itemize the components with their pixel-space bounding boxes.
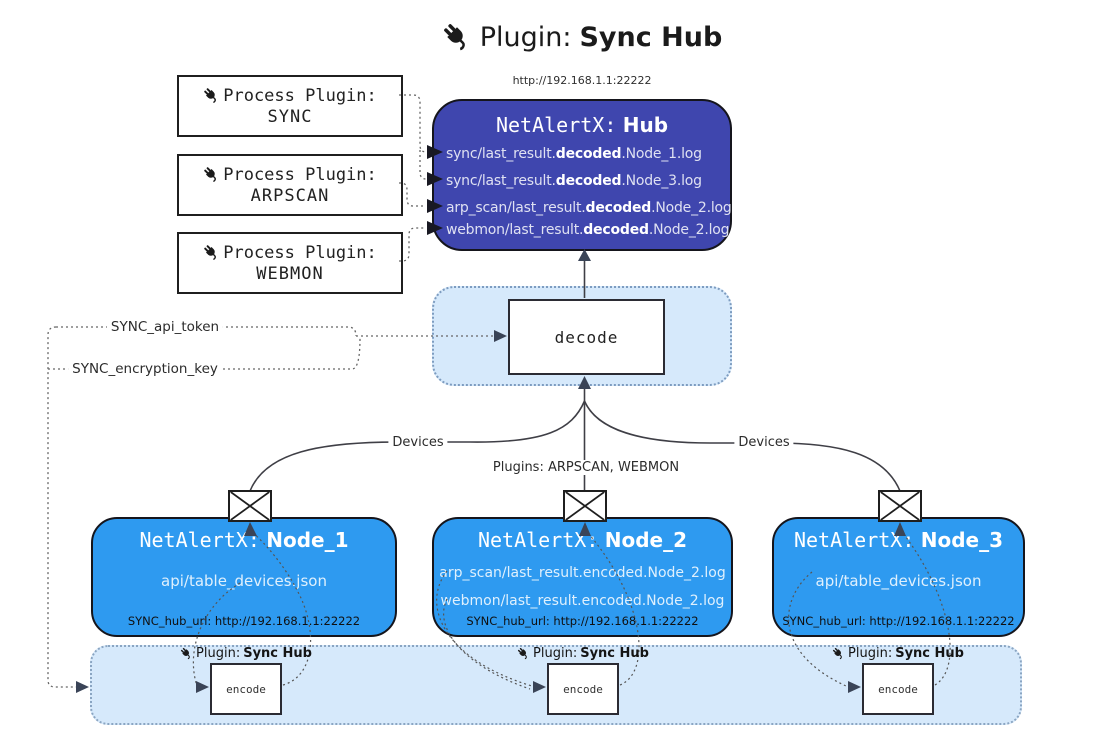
node-title: NetAlertX: Node_2 <box>477 528 688 552</box>
page-title-prefix: Plugin: <box>479 21 572 53</box>
hub-title: NetAlertX: Hub <box>434 113 730 137</box>
process-plugin-label: Process Plugin: <box>223 85 377 106</box>
hub-box: NetAlertX: Hub sync/last_result.decoded.… <box>432 99 732 251</box>
node-file: api/table_devices.json <box>161 572 327 590</box>
node-box-node3: NetAlertX: Node_3 api/table_devices.json… <box>772 517 1025 637</box>
devices-edge-label-right: Devices <box>734 435 794 450</box>
plug-icon <box>517 647 530 660</box>
plug-icon <box>180 647 193 660</box>
process-plugin-box-sync: Process Plugin: SYNC <box>177 75 403 137</box>
encode-box: encode <box>547 663 619 715</box>
decode-box: decode <box>508 299 665 375</box>
node-file: webmon/last_result.encoded.Node_2.log <box>440 593 725 609</box>
process-plugin-label: Process Plugin: <box>223 164 377 185</box>
plugin-sync-hub-label: Plugin:Sync Hub <box>832 646 964 661</box>
node-box-node1: NetAlertX: Node_1 api/table_devices.json… <box>91 517 397 637</box>
envelope-icon <box>228 490 272 522</box>
plug-icon <box>203 166 220 183</box>
hub-url-label: http://192.168.1.1:22222 <box>512 74 652 87</box>
proc-to-hub-connectors <box>399 94 427 262</box>
plug-icon <box>203 244 220 261</box>
hub-log-line: sync/last_result.decoded.Node_3.log <box>446 173 702 189</box>
hub-log-line: arp_scan/last_result.decoded.Node_2.log <box>446 200 732 216</box>
page-title: Plugin: Sync Hub <box>332 16 832 58</box>
encode-box: encode <box>862 663 934 715</box>
process-plugin-box-arpscan: Process Plugin: ARPSCAN <box>177 154 403 216</box>
node-file: arp_scan/last_result.encoded.Node_2.log <box>439 565 726 581</box>
plugin-sync-hub-label: Plugin:Sync Hub <box>517 646 649 661</box>
sync-encryption-key-label: SYNC_encryption_key <box>68 361 222 377</box>
plug-icon <box>832 647 845 660</box>
node-to-decode-curves <box>249 387 901 492</box>
node-hub-url: SYNC_hub_url: http://192.168.1.1:22222 <box>127 614 361 628</box>
process-plugin-name: ARPSCAN <box>250 185 330 206</box>
node-title: NetAlertX: Node_3 <box>793 528 1004 552</box>
node-box-node2: NetAlertX: Node_2 arp_scan/last_result.e… <box>432 517 733 637</box>
node-file: api/table_devices.json <box>815 572 982 590</box>
process-plugin-box-webmon: Process Plugin: WEBMON <box>177 232 403 294</box>
hub-log-line: webmon/last_result.decoded.Node_2.log <box>446 222 730 238</box>
node-hub-url: SYNC_hub_url: http://192.168.1.1:22222 <box>466 614 699 628</box>
devices-edge-label-left: Devices <box>388 435 448 450</box>
plugin-sync-hub-label: Plugin:Sync Hub <box>180 646 312 661</box>
process-plugin-name: SYNC <box>267 106 313 127</box>
node-title: NetAlertX: Node_1 <box>139 528 349 552</box>
plugins-edge-label: Plugins: ARPSCAN, WEBMON <box>488 460 684 475</box>
page-title-name: Sync Hub <box>579 21 723 53</box>
encode-box: encode <box>210 663 282 715</box>
plug-icon <box>203 87 220 104</box>
hub-title-prefix: NetAlertX: <box>495 113 617 137</box>
process-plugin-label: Process Plugin: <box>223 242 377 263</box>
hub-title-name: Hub <box>622 113 669 137</box>
hub-log-line: sync/last_result.decoded.Node_1.log <box>446 146 702 162</box>
node-hub-url: SYNC_hub_url: http://192.168.1.1:22222 <box>782 614 1015 628</box>
into-strip-arrowhead <box>76 681 89 693</box>
process-plugin-name: WEBMON <box>256 263 324 284</box>
sync-api-token-label: SYNC_api_token <box>106 319 224 335</box>
envelope-icon <box>563 490 607 522</box>
envelope-icon <box>878 490 922 522</box>
plug-icon <box>442 22 472 52</box>
